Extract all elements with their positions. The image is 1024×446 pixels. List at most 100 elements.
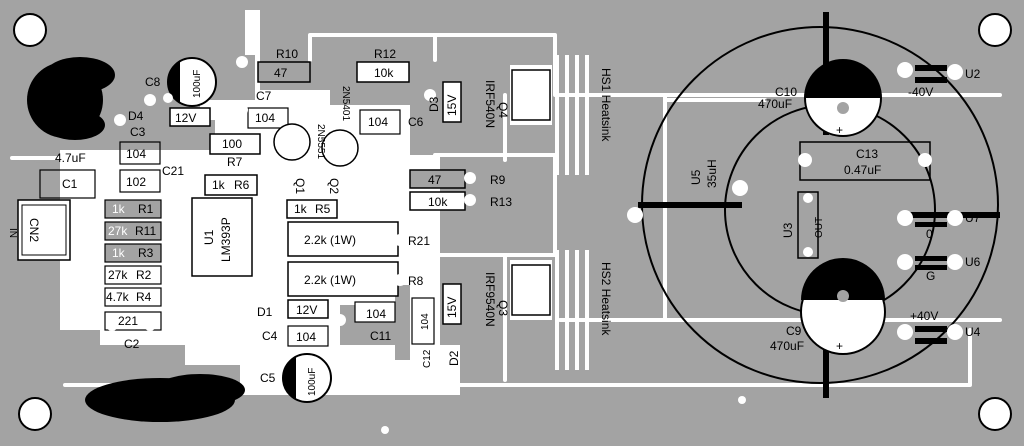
label-u1: U1: [202, 229, 216, 245]
label-u1-type: LM393P: [219, 217, 233, 262]
resistor-r6: [204, 174, 258, 196]
resistor-r5: [286, 199, 338, 219]
label-u7-val: 0: [926, 227, 933, 241]
terminal-u7: [897, 210, 963, 227]
label-c2: C2: [124, 337, 140, 351]
label-r6: R6: [234, 178, 250, 192]
label-q1-type: 2N5551: [315, 124, 326, 159]
c10-plus: +: [836, 123, 843, 137]
label-q4-type: IRF540N: [483, 80, 497, 128]
label-d3: D3: [427, 96, 441, 112]
label-c6-val: 104: [368, 115, 388, 129]
capacitor-c7: [247, 107, 289, 129]
label-q3-type: IRF9540N: [483, 272, 497, 327]
capacitor-c21: [119, 169, 161, 193]
label-r9: R9: [490, 173, 506, 187]
label-c5-val: 100uF: [307, 368, 318, 396]
label-c1: C1: [62, 177, 78, 191]
label-d3-val: 15V: [445, 95, 459, 116]
label-c3-val: 104: [126, 147, 146, 161]
label-r4: R4: [136, 290, 152, 304]
label-r13: R13: [490, 195, 512, 209]
resistor-r12: [356, 61, 410, 83]
label-c6: C6: [408, 115, 424, 129]
label-q2-type: 2N5401: [340, 86, 351, 121]
label-r4-val: 4.7k: [106, 290, 130, 304]
redacted-blob-bottom: [85, 374, 245, 422]
mounting-holes: [13, 13, 1012, 431]
label-c4-val: 104: [296, 330, 316, 344]
label-c9-val: 470uF: [770, 339, 804, 353]
resistor-bank: [104, 199, 162, 331]
trace-bottom-rail: [63, 328, 972, 387]
label-u3: U3: [781, 222, 795, 238]
label-c21: C21: [162, 164, 184, 178]
terminal-u4: [897, 324, 963, 344]
label-c3: C3: [130, 125, 146, 139]
label-r2: R2: [136, 268, 152, 282]
label-u6-val: G: [926, 269, 935, 283]
label-r8: R8: [408, 274, 424, 288]
label-u4: U4: [965, 325, 981, 339]
label-c5: C5: [260, 371, 276, 385]
diode-d3: [442, 81, 462, 123]
heatsink-hs1: [510, 55, 589, 175]
label-c12: C12: [422, 349, 433, 368]
label-c11: C11: [370, 329, 391, 343]
capacitor-c1: [39, 169, 96, 199]
label-r12: R12: [374, 47, 396, 61]
label-d2: D2: [447, 350, 461, 366]
redacted-blob-top: [27, 57, 115, 140]
label-out: OUT: [814, 217, 825, 238]
transistor-q1: [273, 123, 311, 161]
label-r3: R3: [138, 246, 154, 260]
label-u5: U5: [689, 169, 703, 185]
connector-cn2: [17, 199, 71, 261]
trace-center-loop: [433, 153, 557, 257]
label-q2: Q2: [327, 178, 341, 194]
label-r21: R21: [408, 234, 430, 248]
label-r9-val: 47: [428, 173, 442, 187]
resistor-r7: [209, 133, 261, 155]
label-u2-val: -40V: [908, 85, 933, 99]
label-q3: Q3: [496, 300, 510, 316]
capacitor-c6: [359, 109, 401, 135]
resistor-r8: [287, 261, 399, 297]
ic-u1: [191, 197, 253, 277]
capacitor-c4: [287, 325, 329, 347]
label-r5-val: 1k: [294, 202, 308, 216]
label-r5: R5: [315, 202, 331, 216]
diode-d2: [442, 283, 462, 325]
label-d1-val: 12V: [296, 303, 317, 317]
label-hs1: HS1 Heatsink: [599, 68, 613, 142]
label-c4: C4: [262, 329, 278, 343]
label-r2-val: 27k: [108, 268, 128, 282]
transistor-q2: [321, 129, 359, 167]
label-c13: C13: [856, 147, 878, 161]
label-u6: U6: [965, 255, 981, 269]
label-r10: R10: [276, 47, 298, 61]
label-in: IN: [7, 228, 18, 238]
label-r6-val: 1k: [212, 178, 226, 192]
label-d4-val: 12V: [175, 111, 196, 125]
capacitor-c3: [119, 141, 161, 165]
component-pads: [106, 56, 746, 434]
label-u4-val: +40V: [910, 309, 938, 323]
label-r12-val: 10k: [374, 66, 394, 80]
diode-d4: [169, 107, 211, 127]
label-r3-val: 1k: [112, 246, 126, 260]
label-r21-val: 2.2k (1W): [304, 233, 356, 247]
label-d1: D1: [257, 305, 273, 319]
label-c10: C10: [775, 85, 797, 99]
label-c7: C7: [256, 89, 272, 103]
label-q4: Q4: [496, 102, 510, 118]
label-d2-val: 15V: [445, 297, 459, 318]
label-r7-val: 100: [222, 137, 242, 151]
diode-d1: [287, 299, 329, 319]
label-d4: D4: [128, 109, 144, 123]
resistor-r10: [257, 61, 311, 83]
label-c7-val: 104: [255, 111, 275, 125]
label-r8-val: 2.2k (1W): [304, 273, 356, 287]
capacitor-c11: [354, 301, 396, 323]
